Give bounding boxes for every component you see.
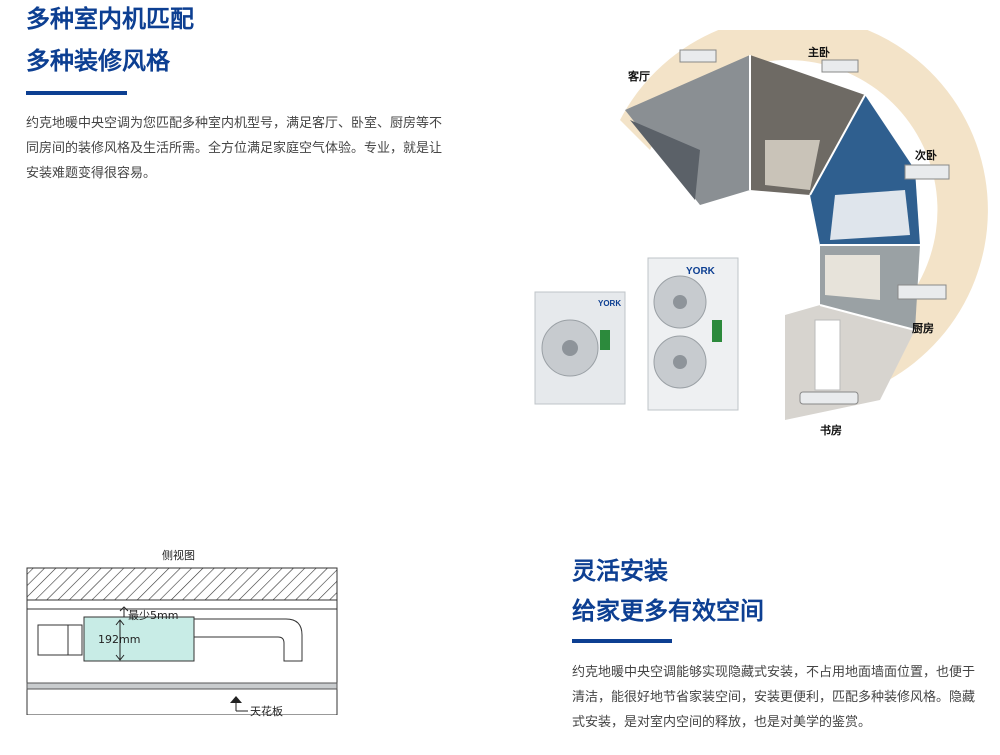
diagram-title: 侧视图 (162, 549, 195, 562)
air-duct (193, 618, 303, 662)
side-view-diagram: 侧视图 最少5mm 192mm 天花板 (24, 543, 340, 718)
room-label-second: 次卧 (915, 149, 937, 162)
room-label-master: 主卧 (808, 46, 830, 59)
room-label-kitchen: 厨房 (912, 322, 934, 335)
room-wheel-illustration: YORK YORK 客厅 主卧 次卧 厨房 书房 (520, 15, 990, 450)
ceiling-label: 天花板 (250, 705, 283, 718)
duct-unit-icon (821, 59, 859, 73)
install-paragraph: 约克地暖中央空调能够实现隐藏式安装，不占用地面墙面位置，也便于清洁，能很好地节省… (572, 665, 976, 730)
side-view-graphic (26, 567, 338, 715)
cassette-unit-icon (897, 284, 947, 300)
height-label: 192mm (98, 633, 141, 646)
room-label-living: 客厅 (628, 70, 650, 83)
living-room-photo (625, 55, 750, 205)
intro-paragraph: 约克地暖中央空调为您匹配多种室内机型号，满足客厅、卧室、厨房等不同房间的装修风格… (26, 116, 443, 181)
install-title-line2: 给家更多有效空间 (572, 597, 764, 625)
indoor-unit-body (83, 616, 195, 662)
section-title-line1: 多种室内机匹配 (26, 5, 194, 33)
return-air-box (37, 624, 69, 656)
install-title-line1: 灵活安装 (572, 557, 668, 585)
clearance-label: 最少5mm (128, 609, 179, 622)
duct-unit-icon (679, 49, 717, 63)
brand-logo: YORK (686, 266, 716, 277)
room-label-study: 书房 (820, 424, 842, 437)
install-title-underline (572, 639, 672, 643)
outdoor-units-icon (534, 257, 739, 411)
concrete-slab (26, 567, 338, 601)
ceiling-board (26, 682, 338, 690)
brand-logo-small: YORK (598, 299, 621, 308)
wall-unit-icon (799, 391, 859, 405)
title-underline (26, 91, 127, 95)
section-title-line2: 多种装修风格 (26, 47, 170, 75)
room-wheel-graphic: YORK YORK (534, 15, 988, 420)
cassette-unit-icon (904, 164, 950, 180)
